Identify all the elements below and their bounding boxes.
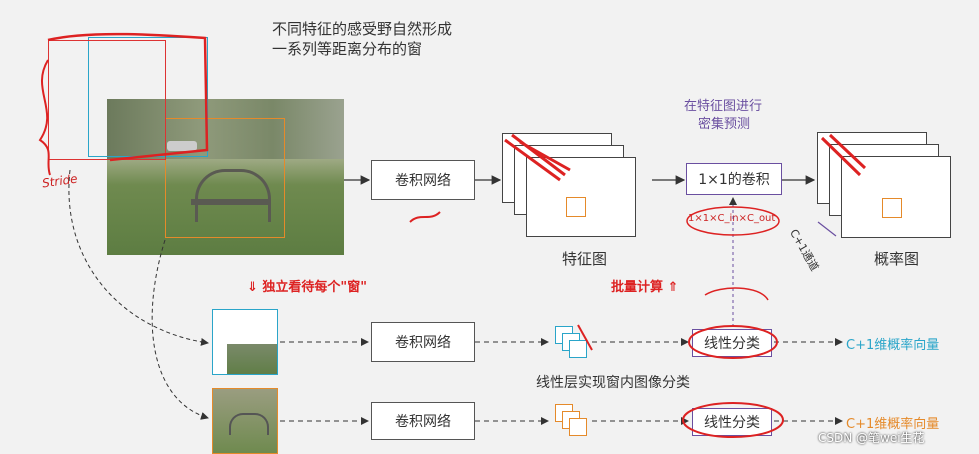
dense-pred-line-1: 在特征图进行 [684, 99, 763, 114]
linear-layer-note: 线性层实现窗内图像分类 [536, 375, 690, 391]
title-line-1: 不同特征的感受野自然形成 [272, 20, 453, 38]
bench-seat [191, 199, 271, 205]
batch-label: 批量计算 ⇑ [611, 280, 679, 295]
crop-bench [229, 413, 269, 435]
dense-pred-line-2: 密集预测 [698, 117, 751, 132]
conv-net-box-top: 卷积网络 [371, 160, 475, 200]
watermark: CSDN @笔wei生花 [818, 431, 925, 445]
window-orange [165, 118, 285, 238]
linear-classify-box-mid: 线性分类 [692, 329, 772, 357]
channels-label: C+1通道 [787, 227, 822, 274]
bottom-cell-3 [569, 418, 587, 436]
conv1x1-box: 1×1的卷积 [686, 163, 782, 195]
red-scribble-conv [409, 211, 441, 223]
independent-label: ⇓ 独立看待每个"窗" [247, 280, 367, 295]
prob-orange-cell [882, 198, 902, 218]
conv-formula-annotation: 1×1×C_in×C_out [688, 213, 776, 224]
feature-map-label: 特征图 [562, 250, 608, 268]
red-scribble-cin-cout [704, 287, 769, 301]
prob-card-3 [841, 156, 951, 238]
dash-curve-orange [151, 239, 209, 420]
feature-orange-cell [566, 197, 586, 217]
conv-net-box-mid: 卷积网络 [371, 322, 475, 362]
crop-cyan-image [227, 344, 277, 374]
prob-map-label: 概率图 [874, 250, 920, 268]
crop-orange [212, 388, 278, 454]
mid-cell-3 [569, 340, 587, 358]
conv-net-box-bottom: 卷积网络 [371, 402, 475, 440]
prob-vector-label-mid: C+1维概率向量 [846, 338, 940, 353]
channels-arrow [817, 221, 837, 237]
crop-cyan [212, 309, 278, 375]
prob-vector-label-bottom: C+1维概率向量 [846, 417, 940, 432]
window-red [48, 40, 166, 160]
linear-classify-box-bottom: 线性分类 [692, 408, 772, 436]
stride-annotation: Stride [41, 171, 79, 191]
title-line-2: 一系列等距离分布的窗 [272, 40, 423, 58]
